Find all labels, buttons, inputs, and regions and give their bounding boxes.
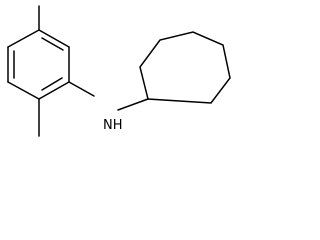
benzene-ring	[7, 29, 70, 100]
structure-svg: NH	[7, 5, 231, 137]
nitrogen-cycloheptyl-bond	[117, 98, 149, 111]
cycloheptane-ring	[139, 31, 231, 104]
aromatic-double-bond-1	[41, 37, 64, 51]
ring-bond-3	[38, 81, 70, 100]
molecule-diagram: NH	[7, 5, 231, 137]
ring-bond-1	[38, 29, 70, 48]
aryl-nitrogen-bond	[68, 81, 95, 97]
amine-nh-label: NH	[103, 118, 123, 133]
aromatic-double-bond-2	[41, 77, 63, 91]
ring-bond-6	[7, 29, 40, 48]
ring-bond-4	[7, 81, 40, 100]
